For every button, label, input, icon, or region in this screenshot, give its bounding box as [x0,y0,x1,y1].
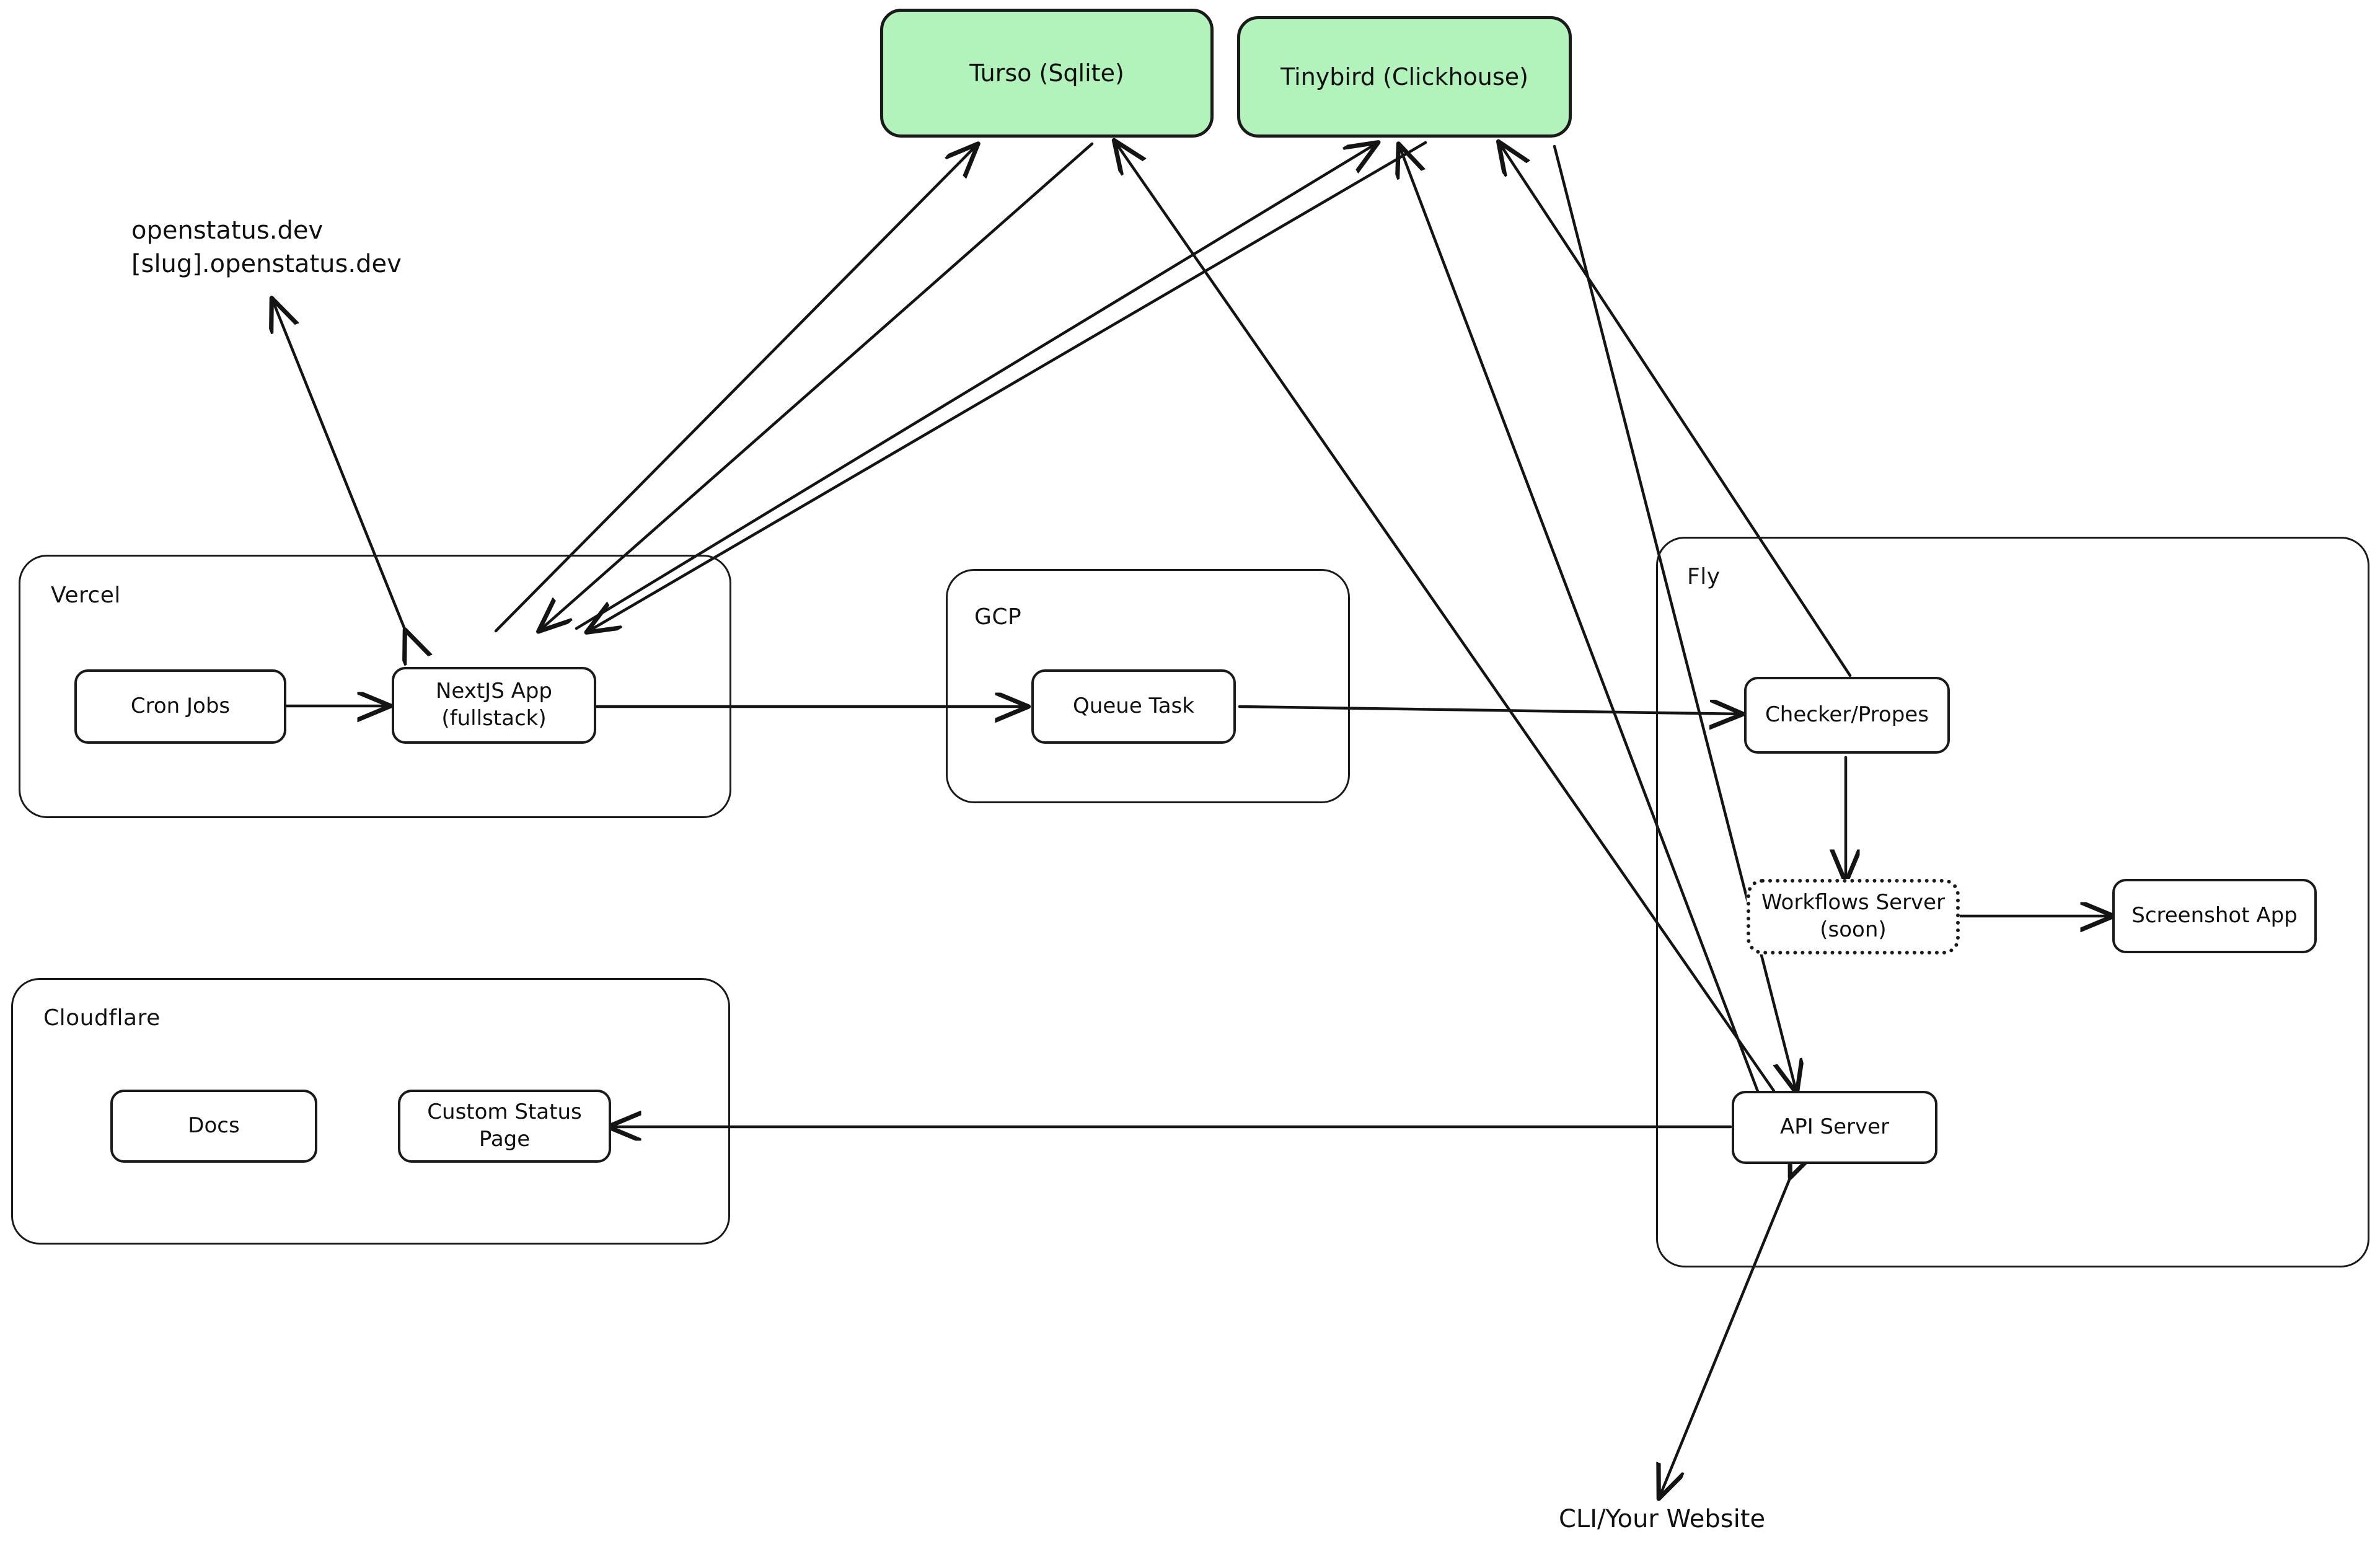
node-turso[interactable]: Turso (Sqlite) [880,9,1214,138]
node-workflows-server[interactable]: Workflows Server (soon) [1747,879,1960,954]
node-workflows-server-label: Workflows Server (soon) [1761,890,1946,942]
group-gcp [946,569,1350,803]
group-cloudflare [11,978,730,1245]
group-fly [1656,537,2369,1267]
node-tinybird[interactable]: Tinybird (Clickhouse) [1237,16,1572,138]
node-screenshot-app[interactable]: Screenshot App [2112,879,2317,953]
node-checker-probes[interactable]: Checker/Propes [1744,677,1950,754]
node-turso-label: Turso (Sqlite) [969,59,1124,87]
node-custom-status-page-label: Custom Status Page [427,1100,582,1152]
group-vercel [19,555,731,818]
group-cloudflare-label: Cloudflare [43,1005,161,1031]
node-checker-probes-label: Checker/Propes [1765,702,1929,728]
node-docs[interactable]: Docs [110,1090,317,1163]
node-screenshot-app-label: Screenshot App [2131,903,2298,928]
annotation-domains: openstatus.dev [slug].openstatus.dev [131,216,402,278]
node-cron-jobs[interactable]: Cron Jobs [74,669,286,744]
node-custom-status-page[interactable]: Custom Status Page [398,1090,611,1163]
node-cron-jobs-label: Cron Jobs [130,694,231,719]
node-queue-task-label: Queue Task [1073,694,1194,719]
node-queue-task[interactable]: Queue Task [1031,669,1236,744]
node-tinybird-label: Tinybird (Clickhouse) [1280,63,1528,90]
node-nextjs-app-label: NextJS App (fullstack) [435,679,553,731]
group-gcp-label: GCP [974,604,1022,630]
node-api-server[interactable]: API Server [1732,1091,1937,1164]
node-docs-label: Docs [188,1113,240,1139]
group-vercel-label: Vercel [51,583,121,608]
annotation-cli-website: CLI/Your Website [1559,1505,1766,1533]
group-fly-label: Fly [1687,564,1721,589]
node-api-server-label: API Server [1779,1114,1890,1140]
node-nextjs-app[interactable]: NextJS App (fullstack) [392,667,596,744]
